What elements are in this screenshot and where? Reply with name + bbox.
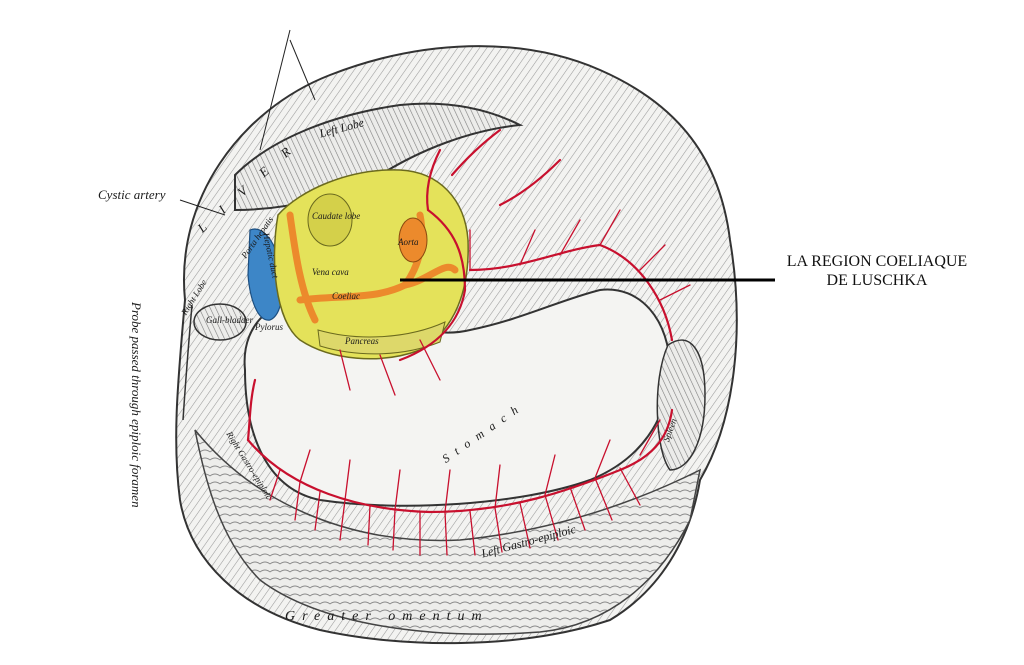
- label-vena-cava: Vena cava: [312, 267, 349, 277]
- red-arteries: [246, 128, 674, 514]
- label-coeliac: Coeliac: [332, 291, 360, 301]
- probe: [182, 304, 193, 421]
- label-pancreas: Pancreas: [345, 336, 379, 346]
- gall-bladder: [193, 303, 247, 341]
- label-caudate-lobe: Caudate lobe: [312, 211, 361, 221]
- label-probe: Probe passed through epiploic foramen: [129, 302, 144, 508]
- region-label-line1: LA REGION COELIAQUE: [786, 253, 968, 270]
- pancreas: [317, 321, 446, 355]
- leader-lines: [179, 29, 316, 216]
- label-gall-bladder: Gall-bladder: [206, 315, 253, 325]
- label-cystic-artery: Cystic artery: [98, 187, 166, 202]
- label-pylorus: Pylorus: [255, 322, 283, 332]
- red-branches: [269, 209, 691, 556]
- label-aorta: Aorta: [398, 237, 419, 247]
- caudate-lobe: [307, 193, 353, 247]
- greater-omentum: [194, 429, 702, 635]
- region-label: LA REGION COELIAQUE DE LUSCHKA: [742, 252, 1012, 290]
- label-greater-omentum: Greater omentum: [285, 609, 489, 624]
- orange-aorta: [398, 217, 428, 263]
- spleen: [656, 339, 706, 471]
- region-label-line2: DE LUSCHKA: [826, 272, 928, 289]
